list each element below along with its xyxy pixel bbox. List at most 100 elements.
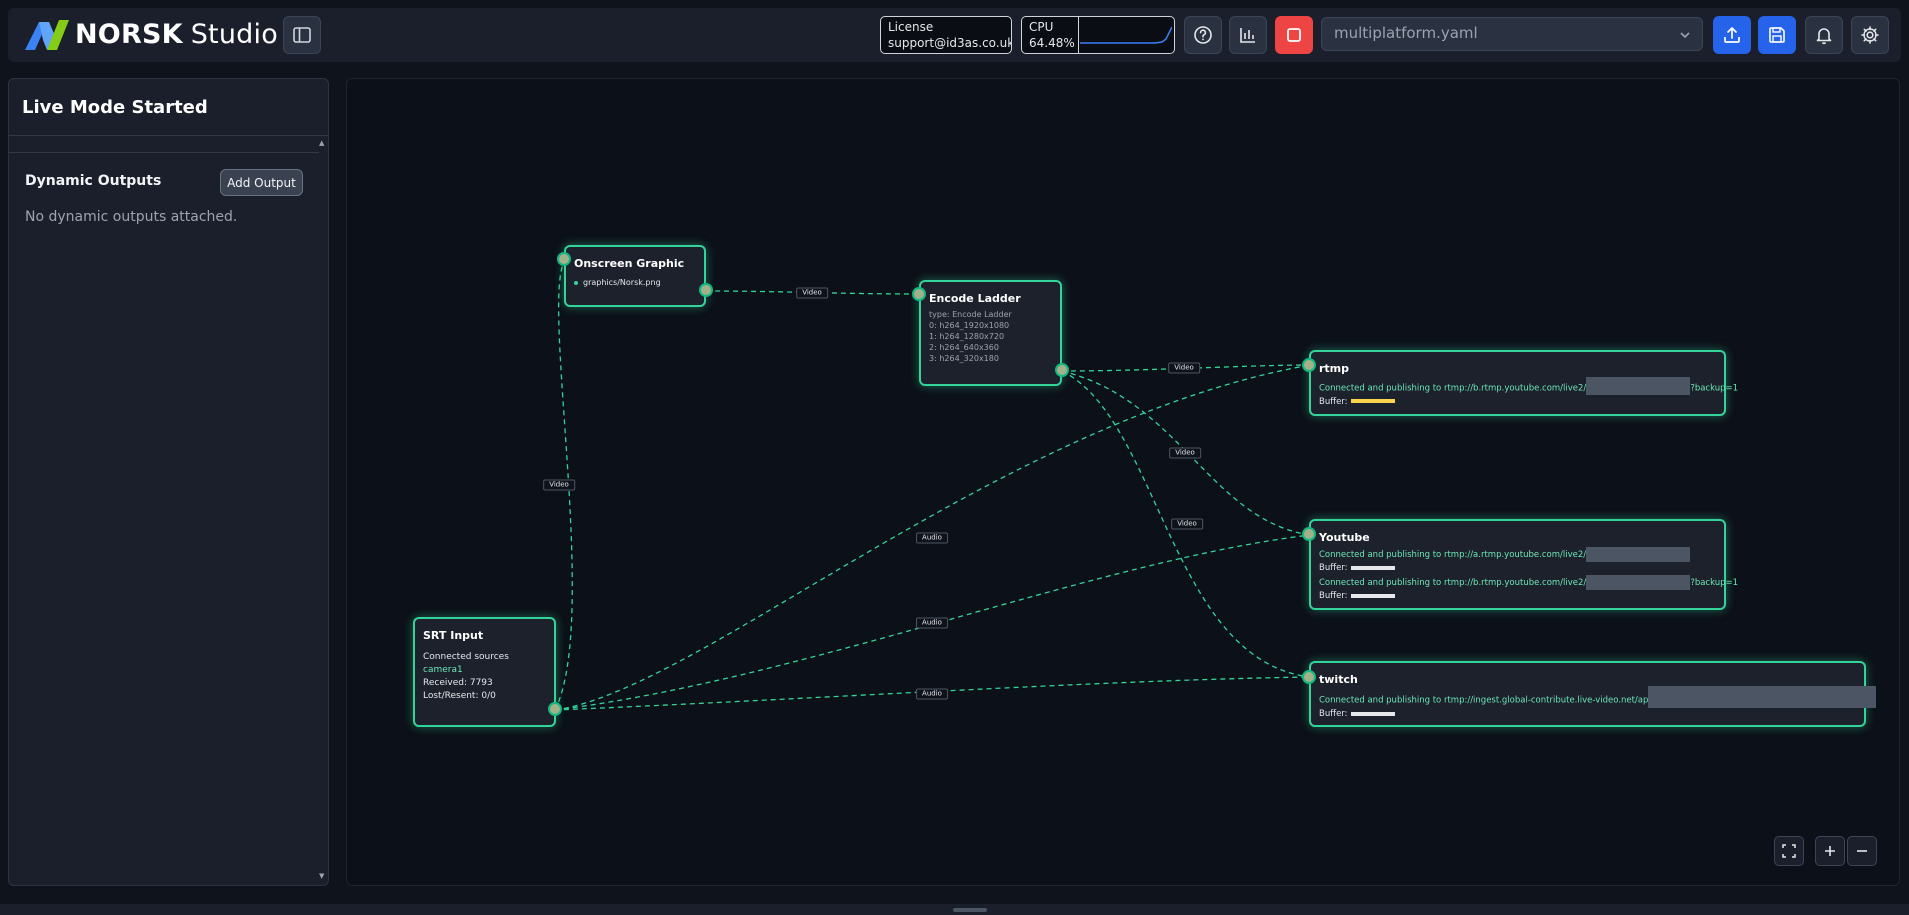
redacted-key — [1648, 686, 1877, 708]
buffer-label: Buffer: — [1319, 563, 1348, 573]
buffer-label: Buffer: — [1319, 396, 1348, 407]
node-srt-input[interactable]: SRT Input Connected sources camera1 Rece… — [413, 617, 556, 727]
node-rtmp[interactable]: rtmp Connected and publishing to rtmp://… — [1309, 350, 1738, 416]
node-title: rtmp — [1319, 362, 1350, 375]
encode-line: type: Encode Ladder — [929, 310, 1012, 319]
srt-source: camera1 — [423, 665, 463, 675]
product-name: Studio — [190, 18, 278, 50]
stats-button[interactable] — [1229, 16, 1267, 54]
port-encode-in[interactable] — [912, 287, 926, 301]
port-twitch-in[interactable] — [1302, 670, 1316, 684]
flow-canvas[interactable] — [346, 78, 1900, 886]
edge-label-video: Video — [1169, 447, 1201, 459]
chart-icon — [1240, 28, 1255, 43]
upload-icon — [1724, 27, 1740, 43]
encode-line: 3: h264_320x180 — [929, 354, 999, 363]
bell-icon — [1816, 28, 1832, 45]
license-label: License — [888, 20, 934, 34]
node-twitch[interactable]: twitch Connected and publishing to rtmp:… — [1309, 661, 1877, 727]
srt-connected-label: Connected sources — [423, 652, 509, 662]
buffer-label: Buffer: — [1319, 709, 1348, 719]
add-output-button[interactable]: Add Output — [220, 169, 303, 196]
cpu-value: 64.48% — [1029, 36, 1075, 50]
edge-label-video: Video — [1171, 518, 1203, 530]
buffer-bar — [1350, 711, 1395, 716]
notifications-button[interactable] — [1805, 16, 1843, 54]
encode-line: 2: h264_640x360 — [929, 343, 999, 352]
srt-lost: Lost/Resent: 0/0 — [423, 691, 496, 701]
redacted-key — [1586, 547, 1691, 562]
settings-button[interactable] — [1851, 16, 1889, 54]
stop-button[interactable] — [1275, 16, 1313, 54]
edge-label-video: Video — [543, 479, 575, 491]
edge-label-video: Video — [796, 287, 828, 299]
encode-line: 0: h264_1920x1080 — [929, 321, 1010, 330]
save-button[interactable] — [1758, 16, 1796, 54]
srt-received: Received: 7793 — [423, 678, 493, 688]
twitch-status: Connected and publishing to rtmp://inges… — [1319, 695, 1649, 706]
port-onscreen-out[interactable] — [699, 283, 713, 297]
brand-name: NORSK — [75, 18, 183, 50]
rtmp-suffix: ?backup=1 — [1690, 383, 1739, 394]
cpu-monitor: CPU 64.48% — [1021, 16, 1175, 54]
node-title: SRT Input — [423, 629, 484, 642]
chevron-down-icon — [1680, 32, 1690, 39]
port-encode-out[interactable] — [1055, 363, 1069, 377]
edge-label-audio: Audio — [916, 617, 948, 629]
port-onscreen-in[interactable] — [557, 252, 571, 266]
panel-title: Live Mode Started — [22, 97, 208, 118]
cpu-label: CPU — [1029, 20, 1054, 34]
cpu-sparkline — [1080, 26, 1172, 44]
fit-view-button[interactable] — [1774, 836, 1804, 866]
encode-line: 1: h264_1280x720 — [929, 332, 1005, 341]
file-select[interactable]: multiplatform.yaml — [1321, 17, 1703, 51]
live-mode-panel: Live Mode Started ▲ Dynamic Outputs Add … — [8, 78, 329, 886]
dynamic-outputs-empty: No dynamic outputs attached. — [25, 209, 238, 225]
buffer-label: Buffer: — [1319, 591, 1348, 601]
buffer-bar — [1350, 399, 1395, 403]
status-dot-icon — [574, 280, 578, 285]
buffer-bar — [1350, 593, 1395, 598]
norsk-logo-icon — [25, 20, 69, 50]
save-icon — [1769, 27, 1785, 43]
edge-label-audio: Audio — [916, 688, 948, 700]
node-onscreen-graphic[interactable]: Onscreen Graphic graphics/Norsk.png — [564, 245, 706, 307]
minus-icon — [1857, 850, 1867, 852]
edge-label-audio: Audio — [916, 532, 948, 544]
scroll-up-icon[interactable]: ▲ — [319, 139, 325, 147]
zoom-out-button[interactable] — [1847, 836, 1877, 866]
sidebar-toggle-icon — [293, 27, 311, 43]
upload-button[interactable] — [1713, 16, 1751, 54]
node-title: twitch — [1319, 673, 1358, 686]
resize-handle[interactable] — [953, 908, 987, 912]
buffer-bar — [1350, 565, 1395, 570]
help-icon — [1194, 26, 1212, 44]
zoom-in-button[interactable] — [1815, 836, 1845, 866]
node-title: Youtube — [1319, 531, 1370, 544]
node-youtube[interactable]: Youtube Connected and publishing to rtmp… — [1309, 519, 1738, 610]
sidebar-toggle-button[interactable] — [283, 16, 321, 54]
rtmp-status: Connected and publishing to rtmp://b.rtm… — [1319, 383, 1587, 394]
redacted-key — [1586, 575, 1691, 590]
stop-icon — [1287, 28, 1301, 42]
port-youtube-in[interactable] — [1302, 527, 1316, 541]
youtube-status-2: Connected and publishing to rtmp://b.rtm… — [1319, 578, 1587, 588]
help-button[interactable] — [1184, 16, 1222, 54]
scroll-down-icon[interactable]: ▼ — [319, 872, 325, 880]
selected-file: multiplatform.yaml — [1334, 24, 1478, 42]
port-srt-out[interactable] — [548, 702, 562, 716]
license-value: support@id3as.co.uk — [888, 36, 1012, 50]
redacted-key — [1586, 377, 1691, 395]
node-title: Encode Ladder — [929, 292, 1021, 305]
youtube-suffix: ?backup=1 — [1690, 578, 1739, 588]
port-rtmp-in[interactable] — [1302, 358, 1316, 372]
plus-icon — [1825, 846, 1835, 856]
license-box: License support@id3as.co.uk — [880, 16, 1012, 54]
node-encode-ladder[interactable]: Encode Ladder type: Encode Ladder 0: h26… — [919, 280, 1062, 386]
node-title: Onscreen Graphic — [574, 257, 685, 270]
edge-label-video: Video — [1168, 362, 1200, 374]
fullscreen-icon — [1782, 844, 1796, 858]
youtube-status-1: Connected and publishing to rtmp://a.rtm… — [1319, 550, 1587, 560]
